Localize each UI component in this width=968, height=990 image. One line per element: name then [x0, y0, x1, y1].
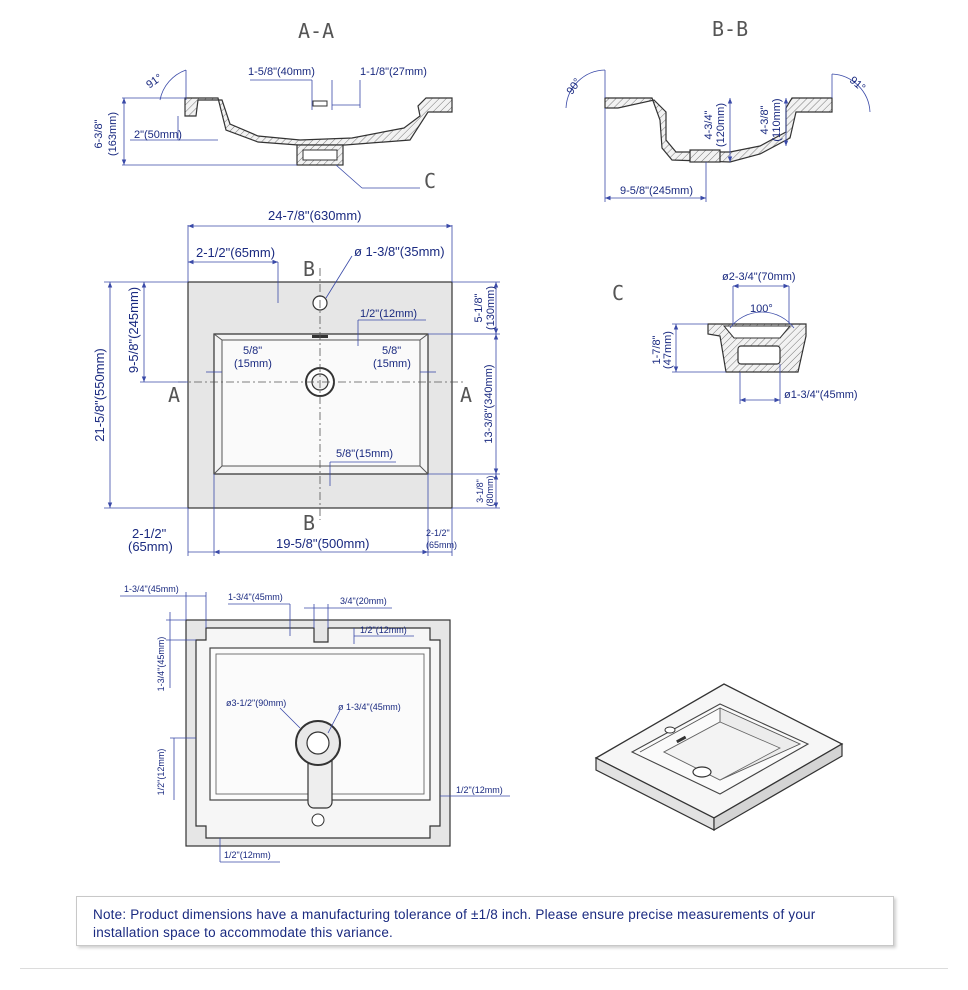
detail-c-inner-label: ø1-3/4"(45mm)	[784, 389, 858, 401]
detail-c-bore	[737, 345, 781, 365]
top-side-r-mm-label: (65mm)	[426, 540, 457, 550]
top-tap-hole-label: ø 1-3/8"(35mm)	[354, 244, 445, 259]
top-side-l-mm-label: (65mm)	[128, 539, 173, 554]
top-section-a-right: A	[460, 383, 472, 407]
aa-overflow-off-label: 1-1/8"(27mm)	[360, 66, 427, 78]
iso-drain	[692, 766, 712, 778]
aa-overflow-w-label: 1-5/8"(40mm)	[248, 66, 315, 78]
top-tap-offset-label: 2-1/2"(65mm)	[196, 245, 275, 260]
bb-depth2-mm-label: (110mm)	[771, 98, 783, 141]
top-section-b-bottom: B	[303, 511, 315, 535]
bottom-drain-inner-label: ø 1-3/4"(45mm)	[338, 702, 401, 712]
tolerance-note-text: Note: Product dimensions have a manufact…	[93, 907, 816, 940]
top-basin-w-label: 19-5/8"(500mm)	[276, 536, 369, 551]
bottom-divider	[20, 968, 948, 969]
top-side-r-label: 2-1/2"	[426, 528, 450, 538]
top-section-b-top: B	[303, 257, 315, 281]
bb-depth1-label: 4-3/4"	[703, 110, 715, 139]
bottom-lip-r-label: 1/2"(12mm)	[456, 785, 503, 795]
bb-offset-label: 9-5/8"(245mm)	[620, 185, 693, 197]
top-drain-pos-label: 9-5/8"(245mm)	[126, 287, 141, 373]
bottom-corner-h-label: 1-3/4"(45mm)	[156, 637, 166, 692]
top-edge-r-mm-label: (15mm)	[373, 358, 411, 370]
top-basin-depth-label: 13-3/8"(340mm)	[483, 364, 495, 443]
bottom-corner-w-label: 1-3/4"(45mm)	[124, 584, 179, 594]
bottom-drain-inner-leader	[327, 709, 341, 734]
section-aa-title: A-A	[298, 19, 334, 43]
top-tap-hole-leader	[325, 255, 353, 299]
bottom-notch-off-label: 1-3/4"(45mm)	[228, 592, 283, 602]
bottom-drain-inner	[306, 731, 330, 755]
detail-c-angle-arc	[729, 311, 795, 329]
bb-angle-left-label: 90°	[564, 76, 583, 97]
detail-c-countersink	[722, 325, 792, 339]
section-bb-view: B-B 90° 91° 4-3/4" (120mm) 4-3/8" (110mm…	[564, 17, 871, 202]
aa-overflow-slot	[312, 100, 328, 107]
top-slot-label: 1/2"(12mm)	[360, 308, 417, 320]
top-edge-l-label: 5/8"	[243, 345, 262, 357]
section-aa-view: A-A 1-5/8"(40mm) 1-1/8"(27mm) 91° 6-3/8"…	[93, 19, 453, 193]
top-side-l-label: 2-1/2"	[132, 526, 167, 541]
bottom-drain-outer-leader	[279, 707, 301, 729]
bb-angle-right-arc	[831, 73, 871, 113]
detail-c-title: C	[612, 281, 624, 305]
iso-side-edge	[713, 742, 843, 832]
top-width-label: 24-7/8"(630mm)	[268, 208, 361, 223]
aa-angle-label: 91°	[144, 72, 165, 91]
top-edge-b-label: 5/8"(15mm)	[336, 448, 393, 460]
bottom-drain-outer-label: ø3-1/2"(90mm)	[226, 698, 286, 708]
detail-c-height-label: 1-7/8"	[651, 335, 663, 364]
bottom-lip-b-label: 1/2"(12mm)	[224, 850, 271, 860]
top-edge-r-label: 5/8"	[382, 345, 401, 357]
aa-detail-c-label: C	[424, 169, 436, 193]
top-depth-label: 21-5/8"(550mm)	[92, 348, 107, 441]
bottom-view: 1-3/4"(45mm) 1-3/4"(45mm) 3/4"(20mm) 1/2…	[120, 584, 510, 863]
iso-tap-hole	[664, 726, 676, 734]
detail-c-angle-label: 100°	[750, 303, 773, 315]
top-back-mm-label: (80mm)	[485, 475, 495, 506]
top-section-a-left: A	[168, 383, 180, 407]
bb-drain-body	[689, 149, 721, 163]
bb-basin-profile	[604, 97, 833, 163]
bottom-lip-l-label: 1/2"(12mm)	[156, 749, 166, 796]
tolerance-note: Note: Product dimensions have a manufact…	[76, 896, 894, 946]
bb-depth2-label: 4-3/8"	[759, 105, 771, 134]
bb-angle-left-arc	[565, 69, 606, 109]
detail-c-outer-label: ø2-3/4"(70mm)	[722, 271, 796, 283]
isometric-view	[594, 683, 844, 832]
bb-depth1-mm-label: (120mm)	[715, 103, 727, 147]
aa-drain-slot	[302, 149, 338, 161]
detail-c-view: C ø2-3/4"(70mm) 100° 1-7/8" (47mm) ø1-3/…	[612, 271, 858, 404]
top-front-mm-label: (130mm)	[485, 286, 497, 330]
top-back-label: 3-1/8"	[475, 479, 485, 503]
aa-basin-profile	[184, 97, 453, 146]
aa-angle-arc	[159, 69, 187, 101]
bottom-tap-hole	[311, 813, 325, 827]
aa-height-mm-label: (163mm)	[107, 112, 119, 156]
aa-rim-label: 2"(50mm)	[134, 129, 182, 141]
bb-angle-right-label: 91°	[847, 74, 867, 94]
detail-c-height-mm-label: (47mm)	[662, 331, 674, 369]
top-edge-l-mm-label: (15mm)	[234, 358, 272, 370]
aa-detail-leader	[335, 164, 363, 189]
bottom-notch-w-label: 3/4"(20mm)	[340, 596, 387, 606]
top-front-label: 5-1/8"	[473, 293, 485, 322]
bottom-notch-d-label: 1/2"(12mm)	[360, 625, 407, 635]
iso-overflow	[676, 735, 687, 744]
top-view: B B A A 24-7/8"(630mm) 2-1/2"(65mm) ø 1-…	[92, 208, 500, 556]
aa-height-label: 6-3/8"	[93, 119, 105, 148]
section-bb-title: B-B	[712, 17, 748, 41]
